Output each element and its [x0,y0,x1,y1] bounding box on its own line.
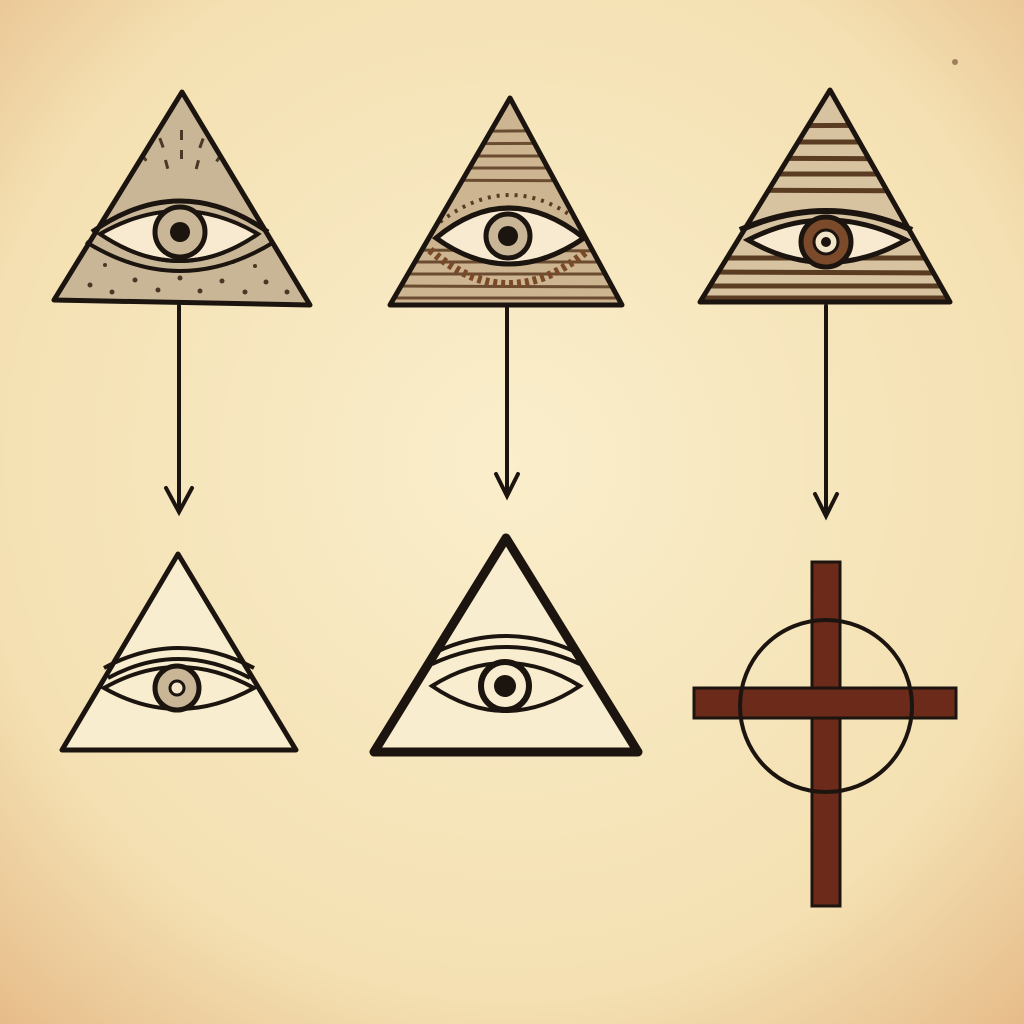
arrow-down-icon [164,304,194,517]
triangle-eye-bold [369,533,643,757]
circle-cross [692,560,958,908]
paper-speck [952,59,958,65]
arrow-down-icon [813,304,839,521]
triangle-eye-dotted [51,89,313,308]
triangle-eye-plain [59,551,299,753]
triangle-eye-striped [387,95,625,308]
arrow-down-icon [494,306,520,501]
